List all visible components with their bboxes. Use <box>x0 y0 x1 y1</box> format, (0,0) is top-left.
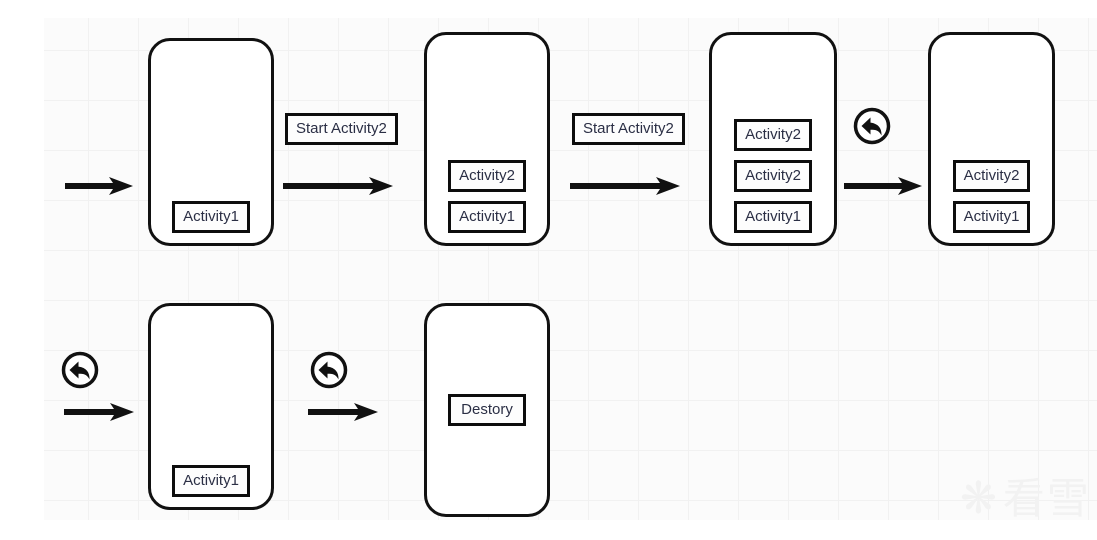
activity-chip: Activity2 <box>448 160 526 192</box>
stack-activity2-over-activity1: Activity2 Activity1 <box>424 32 550 246</box>
stack-activity1-initial: Activity1 <box>148 38 274 246</box>
enter-arrow <box>65 174 135 198</box>
stack-item-list: Activity2 Activity2 Activity1 <box>712 119 834 233</box>
stack-item-list: Activity1 <box>151 201 271 233</box>
activity-chip: Activity1 <box>734 201 812 233</box>
transition-label-start-activity2-first: Start Activity2 <box>285 113 398 145</box>
transition-arrow-start-activity2-second <box>570 174 682 198</box>
activity-chip: Activity2 <box>734 160 812 192</box>
activity-chip: Activity2 <box>952 160 1031 192</box>
back-arrow-icon <box>309 350 349 390</box>
activity-chip: Activity1 <box>952 201 1031 233</box>
transition-label-start-activity2-second: Start Activity2 <box>572 113 685 145</box>
transition-arrow-back-press-3 <box>308 400 380 424</box>
destroy-chip: Destory <box>448 394 526 426</box>
stack-after-back-activity2-activity1: Activity2 Activity1 <box>928 32 1055 246</box>
back-arrow-icon <box>60 350 100 390</box>
transition-arrow-back-press-1 <box>844 174 924 198</box>
stack-two-activity2-over-activity1: Activity2 Activity2 Activity1 <box>709 32 837 246</box>
stack-item-list: Activity1 <box>151 465 271 497</box>
watermark-text: 看雪 <box>1002 474 1091 523</box>
stack-item-list: Activity2 Activity1 <box>427 160 547 233</box>
stack-item-list: Destory <box>427 394 547 426</box>
activity-chip: Activity1 <box>172 465 250 497</box>
back-arrow-icon <box>852 106 892 146</box>
stack-item-list: Activity2 Activity1 <box>931 160 1052 233</box>
stack-destroyed: Destory <box>424 303 550 517</box>
activity-chip: Activity2 <box>734 119 812 151</box>
transition-arrow-start-activity2-first <box>283 174 395 198</box>
snowflake-icon: ❋ <box>960 473 997 524</box>
stack-after-back-activity1: Activity1 <box>148 303 274 510</box>
watermark: ❋ 看雪 <box>960 466 1097 532</box>
transition-arrow-back-press-2 <box>64 400 136 424</box>
diagram-canvas: Activity1 Start Activity2 Activity2 Acti… <box>44 18 1097 521</box>
activity-chip: Activity1 <box>448 201 526 233</box>
activity-chip: Activity1 <box>172 201 250 233</box>
